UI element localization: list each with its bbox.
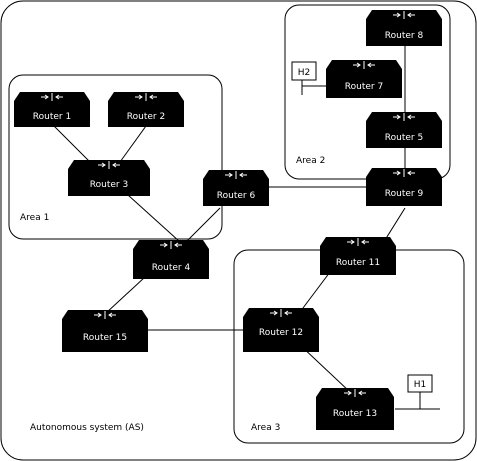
- router-5[interactable]: Router 5: [366, 112, 442, 148]
- router-9-label: Router 9: [385, 189, 424, 199]
- link-r11-r12: [299, 271, 331, 313]
- router-7[interactable]: Router 7: [326, 60, 402, 98]
- router-2-label: Router 2: [127, 112, 165, 122]
- router-3-label: Router 3: [90, 180, 128, 190]
- router-6[interactable]: Router 6: [203, 170, 269, 206]
- link-r3-r4: [127, 194, 181, 243]
- router-11[interactable]: Router 11: [320, 237, 396, 275]
- area-2-label: Area 2: [296, 156, 325, 166]
- area-1-label: Area 1: [20, 213, 49, 223]
- router-11-label: Router 11: [336, 258, 380, 268]
- link-r9-r11: [384, 207, 406, 241]
- router-7-label: Router 7: [345, 82, 383, 92]
- router-1-label: Router 1: [33, 112, 71, 122]
- link-r6-r4: [185, 207, 221, 243]
- links: [53, 40, 440, 410]
- router-4[interactable]: Router 4: [133, 240, 209, 279]
- area-1-boundary: [8, 74, 223, 240]
- host-h2[interactable]: H2: [291, 61, 317, 81]
- router-9[interactable]: Router 9: [366, 168, 442, 206]
- router-2[interactable]: Router 2: [108, 92, 184, 127]
- area-3-label: Area 3: [251, 423, 280, 433]
- router-3[interactable]: Router 3: [68, 160, 150, 196]
- router-12-label: Router 12: [259, 328, 303, 338]
- link-r1-r3: [53, 125, 91, 163]
- router-15-label: Router 15: [83, 333, 127, 343]
- router-8-label: Router 8: [385, 31, 424, 41]
- link-r4-r15: [104, 276, 146, 315]
- router-15[interactable]: Router 15: [62, 310, 148, 352]
- router-12[interactable]: Router 12: [243, 308, 319, 352]
- autonomous-system-label: Autonomous system (AS): [30, 423, 144, 433]
- router-13-label: Router 13: [333, 409, 377, 419]
- link-r12-r13: [299, 344, 351, 393]
- host-h1[interactable]: H1: [407, 374, 433, 393]
- host-h1-label: H1: [414, 380, 427, 390]
- router-1[interactable]: Router 1: [14, 92, 90, 127]
- link-r2-r3: [119, 125, 147, 163]
- router-4-label: Router 4: [152, 263, 191, 273]
- router-5-label: Router 5: [385, 133, 423, 143]
- router-13[interactable]: Router 13: [316, 388, 394, 430]
- router-6-label: Router 6: [217, 191, 256, 201]
- host-h2-label: H2: [298, 68, 311, 78]
- router-8[interactable]: Router 8: [366, 10, 442, 46]
